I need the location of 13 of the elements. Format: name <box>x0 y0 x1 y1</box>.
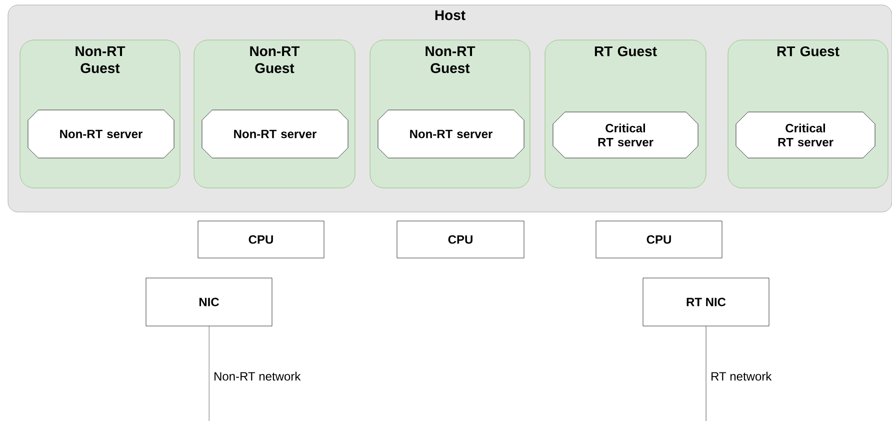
server-box: Non-RT server <box>378 110 524 158</box>
hardware-box: RT NIC <box>642 278 770 326</box>
hardware-box: CPU <box>596 220 722 258</box>
edge-label: RT network <box>712 372 772 381</box>
edge-label: Non-RT network <box>214 372 301 381</box>
network-line <box>208 326 210 421</box>
server-box: Critical RT server <box>552 112 698 158</box>
hardware-box: CPU <box>396 220 524 258</box>
server-box: Non-RT server <box>28 110 174 158</box>
hardware-box: CPU <box>198 220 324 258</box>
server-box: Critical RT server <box>736 112 876 158</box>
hardware-box: NIC <box>146 278 272 326</box>
server-box: Non-RT server <box>202 110 348 158</box>
